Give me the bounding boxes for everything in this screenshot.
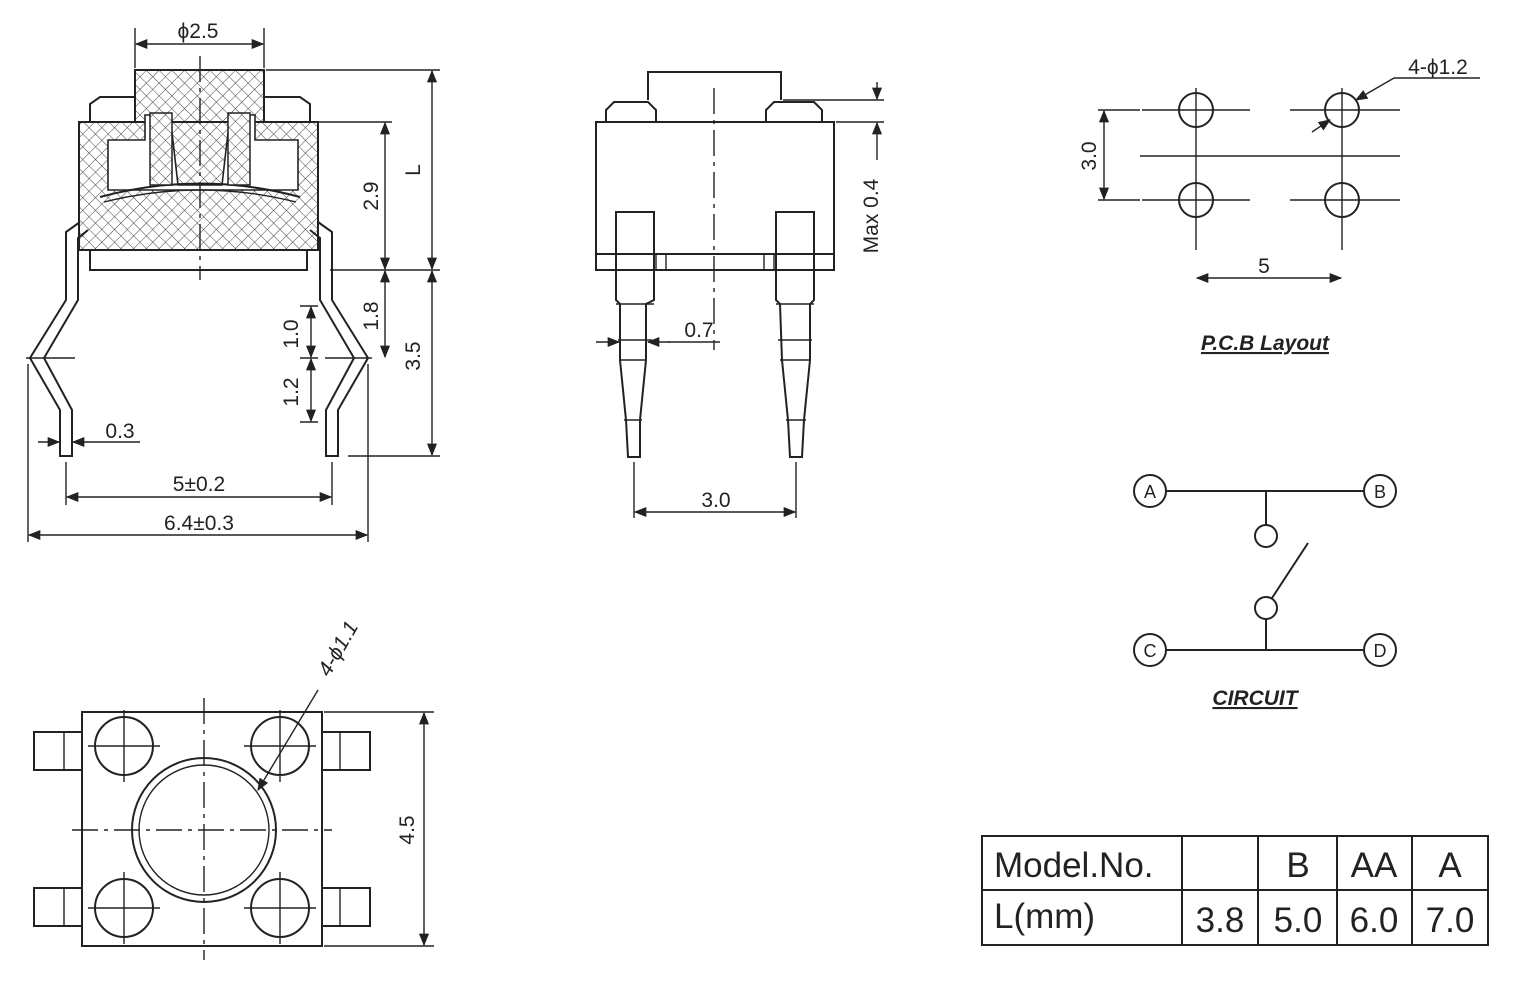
top-view: 4-ϕ1.1 4.5 [33, 617, 434, 960]
pcb-dim-horizontal: 5 [1258, 255, 1270, 278]
pcb-hole [1324, 182, 1360, 218]
circuit: A B C D CIRCUIT [1133, 474, 1397, 710]
side-section-view: ϕ2.5 L 2.9 1.8 3.5 1.0 1.2 0.3 [26, 20, 440, 542]
node-c-label: C [1144, 641, 1157, 661]
node-b [1363, 474, 1397, 508]
node-a [1133, 474, 1167, 508]
dim-pin-width: 0.7 [684, 319, 713, 342]
pcb-hole [1178, 92, 1214, 128]
table-length-cell: 7.0 [1426, 901, 1475, 940]
node-c [1133, 633, 1167, 667]
dim-max: Max 0.4 [860, 178, 883, 253]
node-d [1363, 633, 1397, 667]
dim-3-5: 3.5 [402, 341, 425, 370]
dim-2-9: 2.9 [360, 181, 383, 210]
pcb-dim-holes: 4-ϕ1.2 [1408, 56, 1468, 79]
front-view: Max 0.4 0.7 3.0 [595, 71, 884, 518]
table-length-cell: 5.0 [1274, 901, 1323, 940]
table-header-label: Model.No. [994, 846, 1154, 885]
circuit-title: CIRCUIT [1212, 687, 1299, 710]
pcb-layout-title: P.C.B Layout [1201, 332, 1330, 355]
pcb-layout: 4-ϕ1.2 3.0 5 P.C.B Layout [1078, 56, 1480, 355]
dim-pin-spacing: 5±0.2 [173, 473, 225, 496]
dim-1-0: 1.0 [280, 319, 303, 348]
model-table: Model.No. B AA A L(mm) 3.8 5.0 6.0 7.0 [981, 835, 1489, 946]
table-model-cell: AA [1351, 846, 1398, 885]
dim-height: 4.5 [396, 815, 419, 844]
dim-0-3: 0.3 [105, 420, 134, 443]
dim-L: L [402, 164, 425, 176]
table-length-cell: 3.8 [1196, 901, 1245, 940]
table-row-label: L(mm) [994, 897, 1095, 936]
node-b-label: B [1374, 482, 1386, 502]
dim-1-8: 1.8 [360, 301, 383, 330]
node-d-label: D [1374, 641, 1387, 661]
dim-holes: 4-ϕ1.1 [314, 617, 364, 680]
table-model-cell: B [1286, 846, 1309, 885]
dim-pin-pitch: 3.0 [701, 489, 730, 512]
dim-button-dia: ϕ2.5 [178, 20, 219, 43]
node-a-label: A [1144, 482, 1156, 502]
pcb-hole [1178, 182, 1214, 218]
dim-1-2: 1.2 [280, 377, 303, 406]
dim-overall-width: 6.4±0.3 [164, 512, 234, 535]
pcb-dim-vertical: 3.0 [1078, 141, 1101, 170]
table-model-cell: A [1438, 846, 1462, 885]
table-length-cell: 6.0 [1350, 901, 1399, 940]
pcb-hole [1324, 92, 1360, 128]
